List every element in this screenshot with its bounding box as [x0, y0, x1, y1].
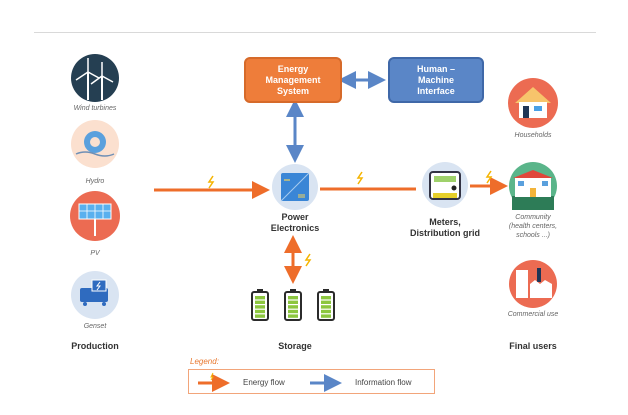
users-label-households: Households [514, 132, 552, 139]
lightning-icon [210, 372, 214, 381]
meter-icon [422, 162, 468, 208]
hmi-box: Human – Machine Interface [388, 57, 484, 103]
legend-title: Legend: [190, 357, 219, 366]
lightning-icon [485, 170, 493, 184]
hmi-label-line: Machine [417, 74, 454, 85]
storage-title: Storage [278, 341, 312, 351]
hmi-label-line: Interface [417, 85, 455, 96]
meters-label: Meters, Distribution grid [395, 217, 495, 239]
legend-box [188, 369, 435, 394]
lightning-icon [207, 175, 215, 189]
production-label-wind: Wind turbines [73, 105, 117, 112]
lightning-icon [356, 171, 364, 185]
power-electronics-label: Power Electronics [255, 212, 335, 234]
battery-icon [284, 289, 302, 321]
community-label-line: schools ...) [516, 232, 550, 239]
hmi-label-line: Human – [416, 63, 455, 74]
production-label-genset: Genset [83, 323, 107, 330]
lightning-icon [304, 253, 312, 267]
final-users-title: Final users [509, 341, 557, 351]
community-label-line: (health centers, [508, 223, 558, 230]
users-label-commercial: Commercial use [507, 311, 559, 318]
community-label-line: Community [515, 214, 551, 221]
users-label-community: Community (health centers, schools ...) [493, 213, 573, 240]
meters-label-line: Distribution grid [410, 228, 480, 238]
production-label-hydro: Hydro [85, 178, 105, 185]
legend-energy-label: Energy flow [243, 378, 285, 387]
battery-icon [251, 289, 269, 321]
power-electronics-label-line: Power [281, 212, 309, 222]
production-title: Production [71, 341, 119, 351]
ems-label-line: Energy [277, 63, 309, 74]
hydro-icon [71, 120, 119, 168]
legend-info-label: Information flow [355, 378, 412, 387]
power-electronics-label-line: Electronics [270, 223, 320, 233]
battery-group [251, 289, 335, 321]
top-divider [34, 32, 596, 33]
ems-label-line: System [276, 85, 309, 96]
school-icon [509, 162, 557, 210]
wind-turbine-icon [71, 54, 119, 102]
meters-label-line: Meters, [429, 217, 461, 227]
production-label-pv: PV [90, 250, 100, 257]
factory-icon [509, 260, 557, 308]
ems-box: Energy Management System [244, 57, 342, 103]
inverter-icon [272, 164, 318, 210]
generator-icon [71, 271, 119, 319]
ems-label-line: Management [265, 74, 321, 85]
solar-panel-icon [70, 191, 120, 241]
house-icon [508, 78, 558, 128]
battery-icon [317, 289, 335, 321]
